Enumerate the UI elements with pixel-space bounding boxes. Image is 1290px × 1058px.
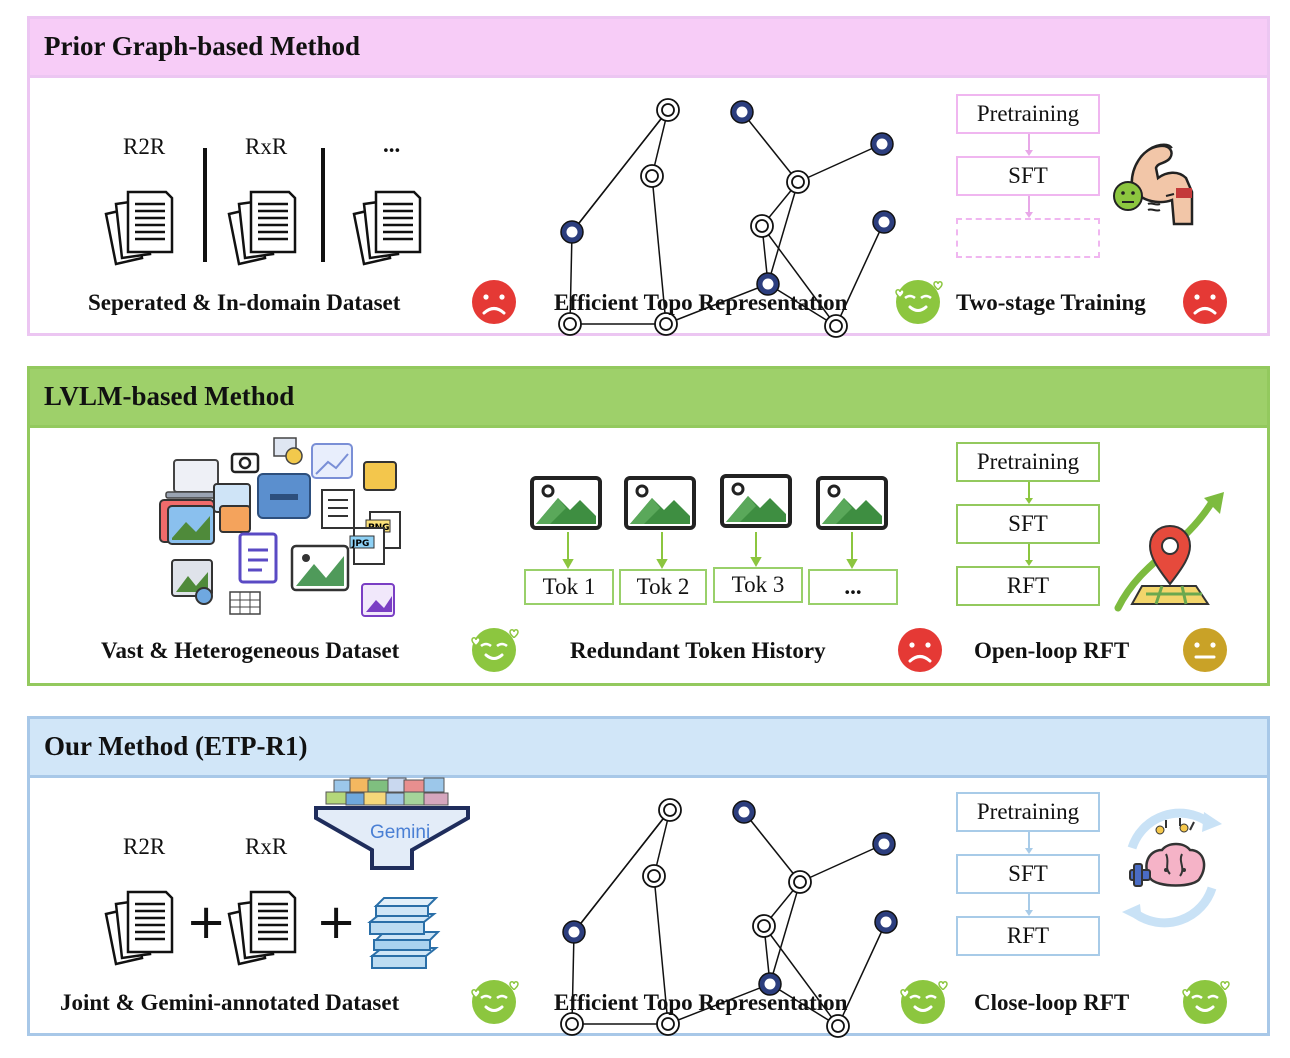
our-method-body: R2R RxR + + Gemini Pre bbox=[30, 775, 1267, 1038]
caption-dataset: Joint & Gemini-annotated Dataset bbox=[60, 990, 400, 1015]
our-method-header: Our Method (ETP-R1) bbox=[30, 719, 1267, 775]
happy-face-icon bbox=[470, 626, 519, 679]
dataset-divider bbox=[203, 148, 207, 262]
sad-face-icon bbox=[1181, 278, 1229, 331]
token-box: Tok 1 bbox=[524, 569, 614, 605]
document-stack-icon bbox=[350, 186, 430, 271]
token-arrows bbox=[562, 532, 858, 570]
prior-method-header: Prior Graph-based Method bbox=[30, 19, 1267, 75]
data-collage-icon: PNG JPG bbox=[159, 437, 401, 617]
prior-method-title: Prior Graph-based Method bbox=[44, 31, 360, 61]
caption-dataset: Vast & Heterogeneous Dataset bbox=[101, 638, 400, 663]
jpg-label: JPG bbox=[351, 539, 369, 549]
stage-rft: RFT bbox=[956, 566, 1100, 606]
graph-icon bbox=[540, 96, 920, 351]
document-stack-icon bbox=[102, 186, 182, 271]
token-box: Tok 2 bbox=[619, 569, 707, 605]
book-stack-icon bbox=[367, 897, 441, 969]
dataset-label-rxr: RxR bbox=[245, 834, 288, 859]
dataset-divider bbox=[321, 148, 325, 262]
document-stack-icon bbox=[102, 886, 182, 971]
stage-sft: SFT bbox=[956, 504, 1100, 544]
caption-topo: Efficient Topo Representation bbox=[554, 290, 848, 315]
lvlm-method-body: PNG JPG Tok 1 bbox=[30, 425, 1267, 683]
our-method-panel: Our Method (ETP-R1) R2R RxR + + Gemini bbox=[27, 716, 1270, 1038]
caption-training: Close-loop RFT bbox=[974, 990, 1130, 1015]
lvlm-method-panel: LVLM-based Method PNG JPG bbox=[27, 366, 1270, 686]
stage-arrows bbox=[1025, 832, 1033, 916]
neutral-face-icon bbox=[1181, 626, 1229, 679]
mountain-image-icon bbox=[530, 476, 602, 535]
document-stack-icon bbox=[225, 886, 305, 971]
stage-pretraining: Pretraining bbox=[956, 442, 1100, 482]
dataset-label-r2r: R2R bbox=[123, 834, 166, 859]
dataset-label-more: ... bbox=[383, 132, 401, 157]
stage-arrows bbox=[1025, 134, 1033, 218]
sad-face-icon bbox=[470, 278, 518, 331]
caption-tokens: Redundant Token History bbox=[570, 638, 826, 663]
our-method-title: Our Method (ETP-R1) bbox=[44, 731, 308, 761]
stage-placeholder bbox=[956, 218, 1100, 258]
sad-face-icon bbox=[896, 626, 944, 679]
happy-face-icon bbox=[899, 978, 948, 1031]
happy-face-icon bbox=[1181, 978, 1230, 1031]
stage-arrows bbox=[1025, 482, 1033, 566]
stage-sft: SFT bbox=[956, 854, 1100, 894]
plus-sign: + bbox=[186, 894, 227, 950]
gemini-label: Gemini bbox=[370, 822, 430, 843]
stage-pretraining: Pretraining bbox=[956, 94, 1100, 134]
happy-face-icon bbox=[894, 278, 943, 331]
lvlm-method-header: LVLM-based Method bbox=[30, 369, 1267, 425]
token-box: ... bbox=[808, 569, 898, 605]
stage-pretraining: Pretraining bbox=[956, 792, 1100, 832]
plus-sign: + bbox=[316, 894, 357, 950]
prior-method-panel: Prior Graph-based Method R2R RxR ... Pre… bbox=[27, 16, 1270, 338]
dataset-label-r2r: R2R bbox=[123, 134, 166, 159]
caption-topo: Efficient Topo Representation bbox=[554, 990, 848, 1015]
stage-rft: RFT bbox=[956, 916, 1100, 956]
caption-training: Open-loop RFT bbox=[974, 638, 1130, 663]
mountain-image-icon bbox=[720, 474, 792, 533]
stage-sft: SFT bbox=[956, 156, 1100, 196]
dataset-label-rxr: RxR bbox=[245, 134, 288, 159]
happy-face-icon bbox=[470, 978, 519, 1031]
caption-training: Two-stage Training bbox=[956, 290, 1146, 315]
mountain-image-icon bbox=[624, 476, 696, 535]
graph-icon bbox=[542, 796, 922, 1051]
muscle-arm-icon bbox=[1113, 143, 1194, 226]
lvlm-method-title: LVLM-based Method bbox=[44, 381, 295, 411]
prior-method-body: R2R RxR ... Pretraining SFT bbox=[30, 75, 1267, 338]
gemini-funnel-icon: Gemini bbox=[314, 777, 470, 870]
caption-dataset: Seperated & In-domain Dataset bbox=[88, 290, 401, 315]
token-box: Tok 3 bbox=[713, 567, 803, 603]
map-pin-icon bbox=[1114, 492, 1224, 612]
mountain-image-icon bbox=[816, 476, 888, 535]
document-stack-icon bbox=[225, 186, 305, 271]
brain-dumbbell-icon bbox=[1122, 808, 1222, 928]
